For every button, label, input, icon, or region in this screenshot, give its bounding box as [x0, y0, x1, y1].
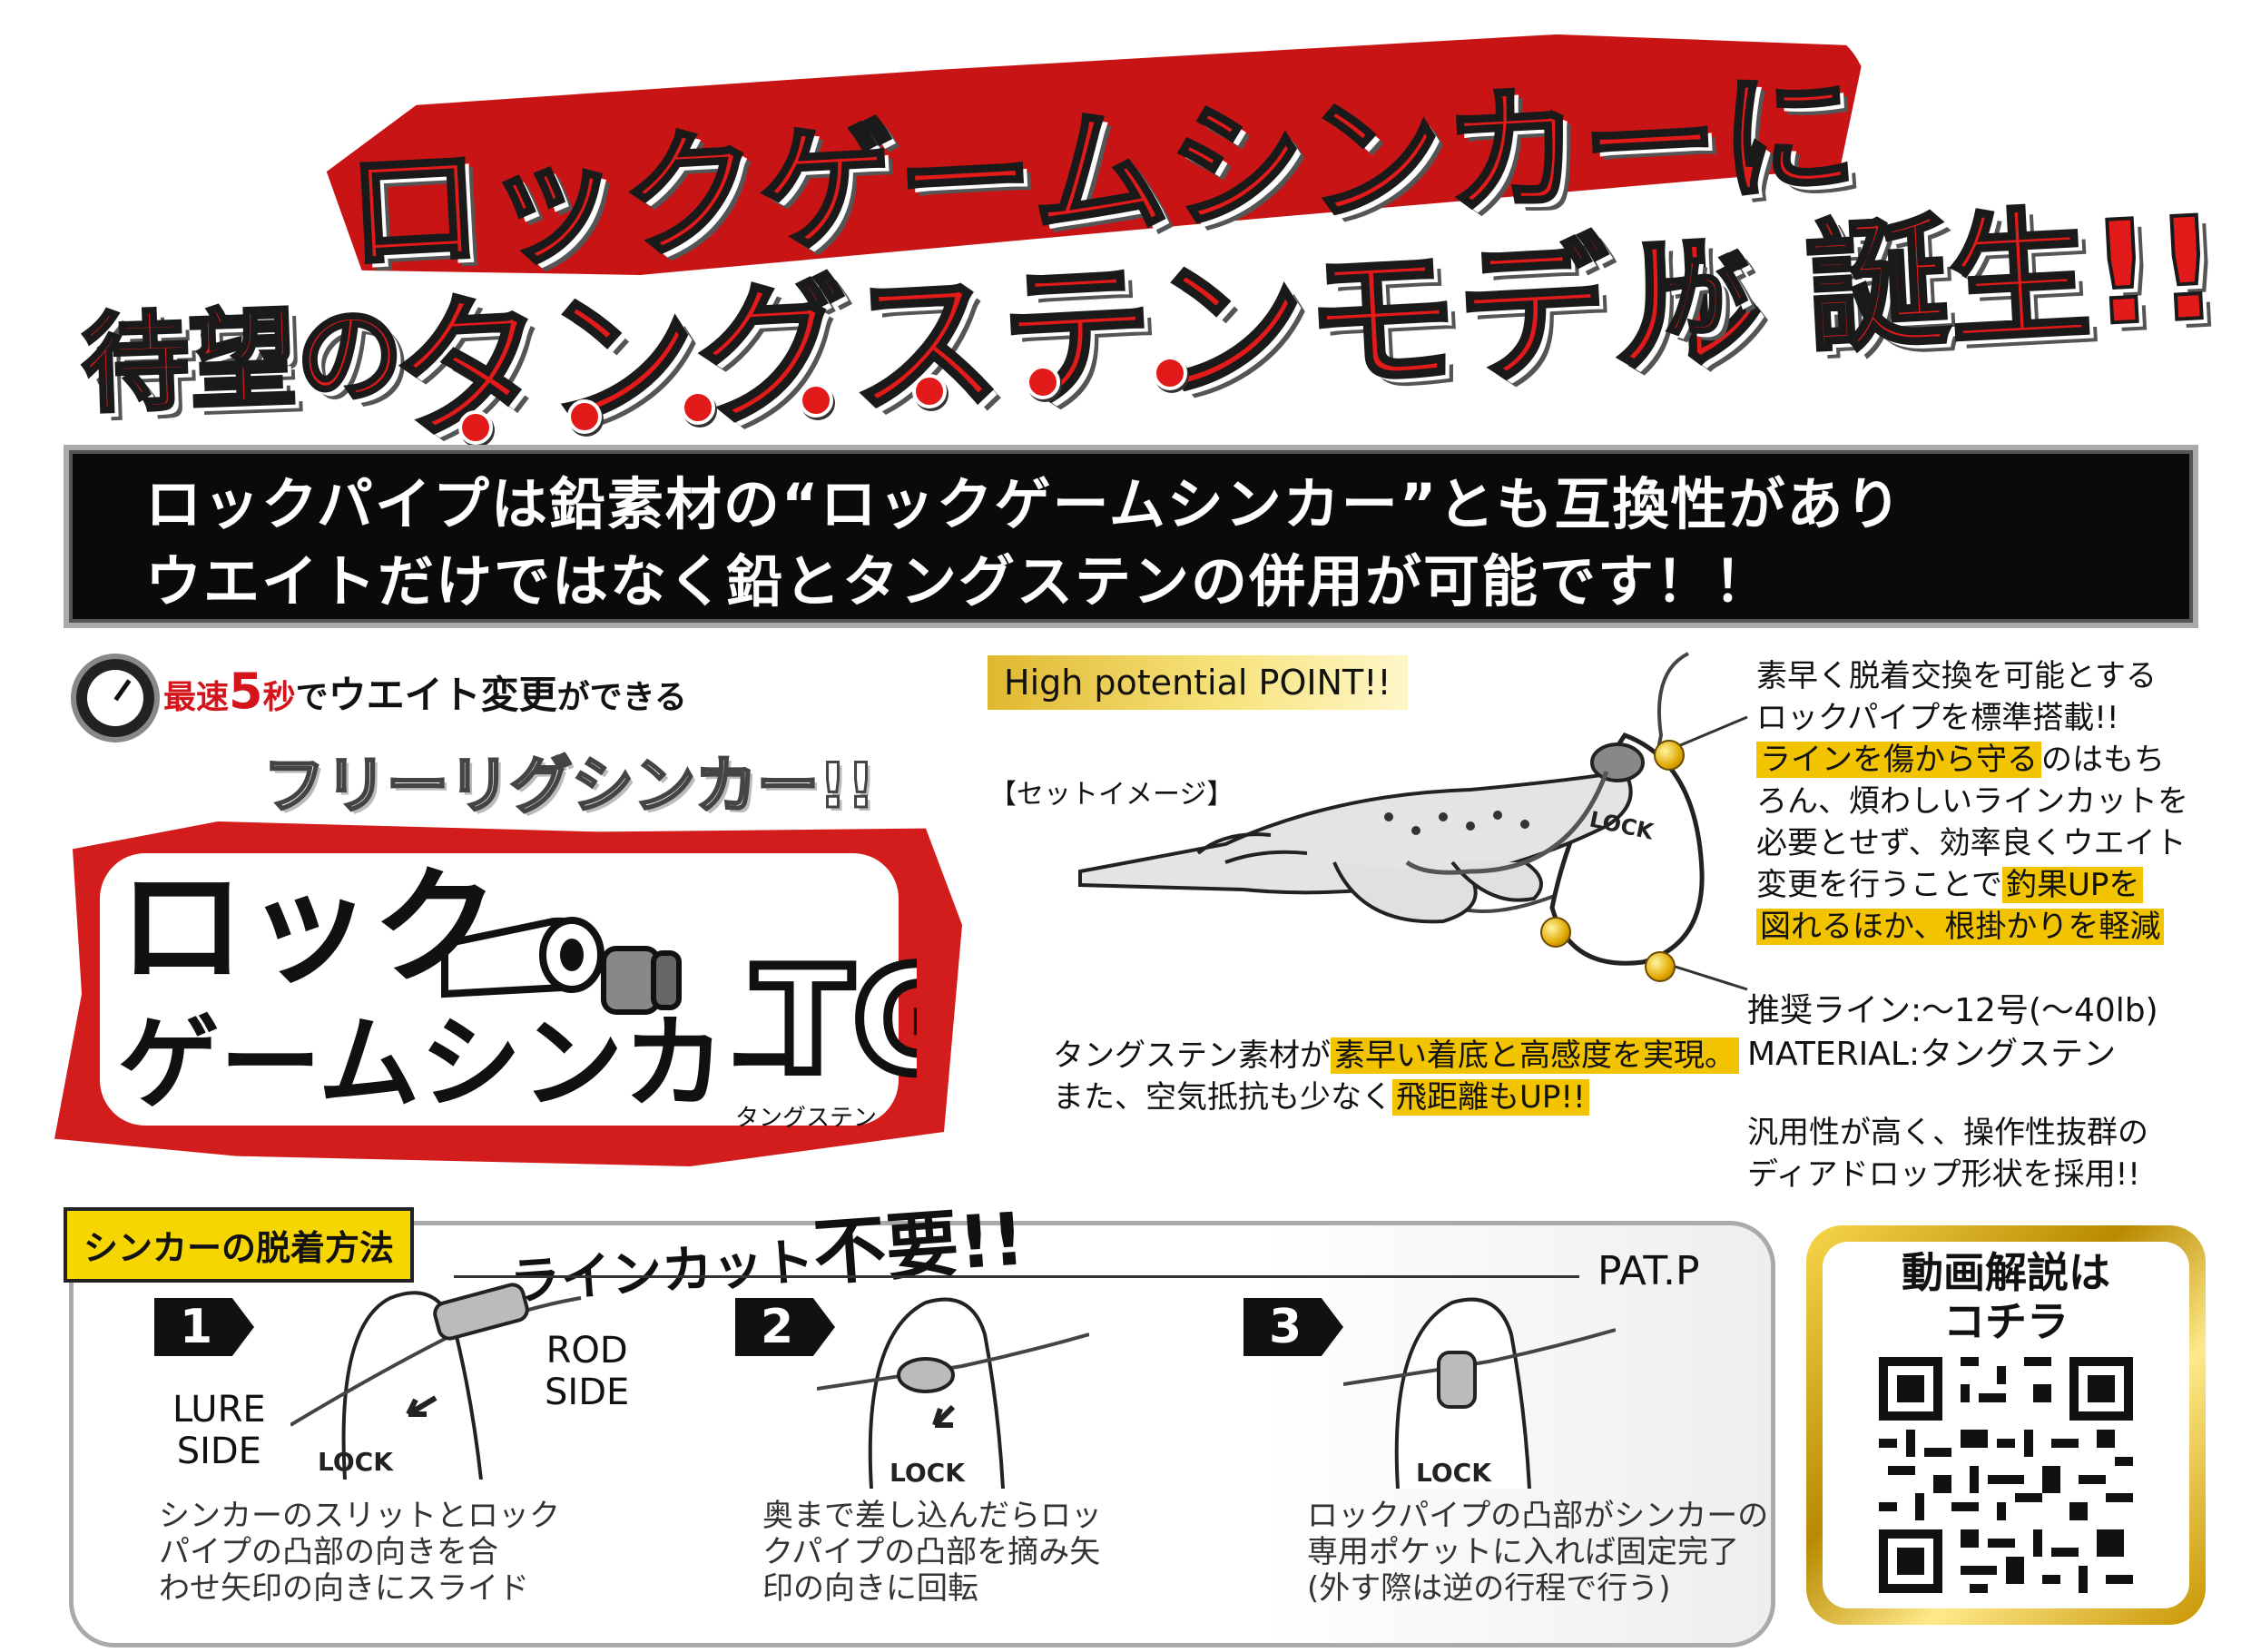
qr-title: 動画解説は コチラ	[1824, 1248, 2187, 1346]
feature-line-highlight: ラインを傷から守る	[1756, 742, 2041, 778]
compatibility-banner	[64, 445, 2198, 628]
shrimp-rig-illustration: LOCK	[1078, 652, 1705, 966]
qr-title-line: 動画解説は	[1902, 1248, 2110, 1297]
logo-text-tg: TG	[753, 936, 917, 1106]
recommended-line: 推奨ライン:～12号(～40lb)	[1747, 992, 2158, 1029]
lure-side-label-line: LURE	[172, 1389, 266, 1431]
speed-seconds-number: 5	[229, 663, 263, 720]
step-text-line: シンカーのスリットとロック	[159, 1498, 560, 1534]
feature-line: 素早く脱着交換を可能とする	[1756, 658, 2157, 694]
speed-seconds-unit: 秒	[262, 679, 296, 716]
feature-line: ろん、煩わしいラインカットを	[1756, 783, 2188, 820]
logo-text-game-sinker: ゲームシンカー	[118, 1004, 827, 1123]
step-2-text: 奥まで差し込んだらロッ クパイプの凸部を摘み矢 印の向きに回転	[762, 1498, 1102, 1607]
tungsten-note: タングステン素材が素早い着底と高感度を実現。 また、空気抵抗も少なく飛距離もUP…	[1053, 1035, 1739, 1118]
step-1-badge	[154, 1298, 254, 1356]
sinker-pipe-illustration	[441, 917, 682, 1015]
headline-ga: が	[1657, 243, 1754, 353]
step-3-number: 3	[1269, 1300, 1302, 1354]
speed-fastest: 最速	[163, 679, 230, 716]
feature-line: 必要とせず、効率良くウエイト	[1756, 825, 2187, 861]
banner-line2: ウエイトだけではなく鉛とタングステンの併用が可能です！！	[145, 548, 1773, 615]
spec-block: 推奨ライン:～12号(～40lb) MATERIAL:タングステン	[1747, 989, 2158, 1077]
free-rig-catch: フリーリグシンカー!!	[261, 750, 876, 824]
feature-line: ロックパイプを標準搭載!!	[1756, 700, 2119, 736]
step-1-text: シンカーのスリットとロック パイプの凸部の向きを合 わせ矢印の向きにスライド	[159, 1498, 560, 1607]
speed-claim: 最速5秒でウエイト変更ができる	[163, 663, 687, 720]
lock-label: LOCK	[318, 1447, 394, 1477]
high-potential-badge: High potential POINT!!	[988, 655, 1408, 710]
tungsten-note-d: 飛距離もUP!!	[1392, 1079, 1589, 1116]
step-1-number: 1	[180, 1300, 213, 1354]
speed-de: で	[295, 679, 329, 716]
howto-tag: シンカーの脱着方法	[64, 1207, 415, 1283]
qr-title-line: コチラ	[1943, 1297, 2069, 1346]
rod-side-label-line: ROD	[546, 1330, 628, 1372]
step-3-diagram: LOCK	[1343, 1297, 1616, 1489]
logo-ruby-tungsten: タングステン	[735, 1105, 877, 1132]
step-text-line: (外す際は逆の行程で行う)	[1307, 1570, 1671, 1607]
rod-side-label-line: SIDE	[545, 1372, 630, 1413]
emphasis-dot	[567, 399, 602, 434]
feature-line: 変更を行うことで	[1756, 867, 2002, 903]
step-1-diagram: LOCK	[290, 1283, 582, 1480]
shape-block: 汎用性が高く、操作性抜群の ディアドロップ形状を採用!!	[1747, 1112, 2148, 1195]
headline-tanjo: 誕生!!	[1801, 183, 2225, 374]
tungsten-note-c: また、空気抵抗も少なく	[1053, 1079, 1392, 1116]
step-2-number: 2	[761, 1300, 794, 1354]
rod-side-label: ROD SIDE	[545, 1330, 629, 1413]
step-text-line: わせ矢印の向きにスライド	[159, 1570, 529, 1607]
callout-dot	[1645, 951, 1676, 982]
feature-line-highlight: 図れるほか、根掛かりを軽減	[1756, 909, 2165, 945]
set-image-label: 【セットイメージ】	[989, 779, 1234, 811]
callout-dot	[1654, 740, 1685, 771]
banner-line1: ロックパイプは鉛素材の“ロックゲームシンカー”とも互換性があり	[145, 471, 1903, 537]
feature-description: 素早く脱着交換を可能とする ロックパイプを標準搭載!! ラインを傷から守るのはも…	[1756, 655, 2188, 948]
logo-text-rock: ロック	[118, 853, 499, 1002]
patent-pending: PAT.P	[1597, 1248, 1700, 1294]
feature-line: のはもち	[2041, 742, 2165, 778]
rock-game-sinker-tg-logo: ロック ゲームシンカー TG タングステン	[118, 853, 917, 1132]
emphasis-dot	[1026, 365, 1060, 399]
feature-line-highlight: 釣果UPを	[2001, 867, 2144, 903]
headline-prefix: 待望の	[78, 290, 408, 429]
tungsten-note-b: 素早い着底と高感度を実現。	[1331, 1037, 1739, 1074]
emphasis-dot	[1153, 356, 1187, 390]
lock-label: LOCK	[1416, 1458, 1492, 1488]
howto-rule	[454, 1275, 1579, 1278]
step-2-badge	[735, 1298, 835, 1356]
step-3-badge	[1243, 1298, 1343, 1356]
emphasis-dot	[681, 390, 715, 425]
step-text-line: 専用ポケットに入れば固定完了	[1307, 1534, 1739, 1570]
step-3-text: ロックパイプの凸部がシンカーの 専用ポケットに入れば固定完了 (外す際は逆の行程…	[1307, 1498, 1768, 1607]
emphasis-dot	[912, 374, 947, 408]
speed-dekiru: ができる	[556, 679, 687, 716]
emphasis-dot	[799, 383, 833, 418]
speed-weight-change: ウエイト変更	[328, 673, 557, 717]
lure-side-label: LURE SIDE	[172, 1389, 266, 1472]
shape-line: 汎用性が高く、操作性抜群の	[1747, 1115, 2148, 1151]
shape-line: ディアドロップ形状を採用!!	[1747, 1156, 2140, 1193]
stopwatch-icon	[71, 654, 160, 742]
lure-side-label-line: SIDE	[176, 1431, 261, 1472]
qr-code-icon[interactable]	[1879, 1357, 2133, 1593]
step-text-line: クパイプの凸部を摘み矢	[762, 1534, 1101, 1570]
step-text-line: 印の向きに回転	[762, 1570, 978, 1607]
step-text-line: ロックパイプの凸部がシンカーの	[1307, 1498, 1769, 1534]
tungsten-note-a: タングステン素材が	[1053, 1037, 1331, 1074]
step-2-diagram: LOCK	[817, 1297, 1089, 1489]
callout-dot	[1540, 917, 1571, 948]
lock-label: LOCK	[890, 1458, 966, 1488]
step-text-line: 奥まで差し込んだらロッ	[762, 1498, 1102, 1534]
material: MATERIAL:タングステン	[1747, 1036, 2117, 1073]
step-text-line: パイプの凸部の向きを合	[159, 1534, 498, 1570]
emphasis-dot	[458, 410, 493, 445]
